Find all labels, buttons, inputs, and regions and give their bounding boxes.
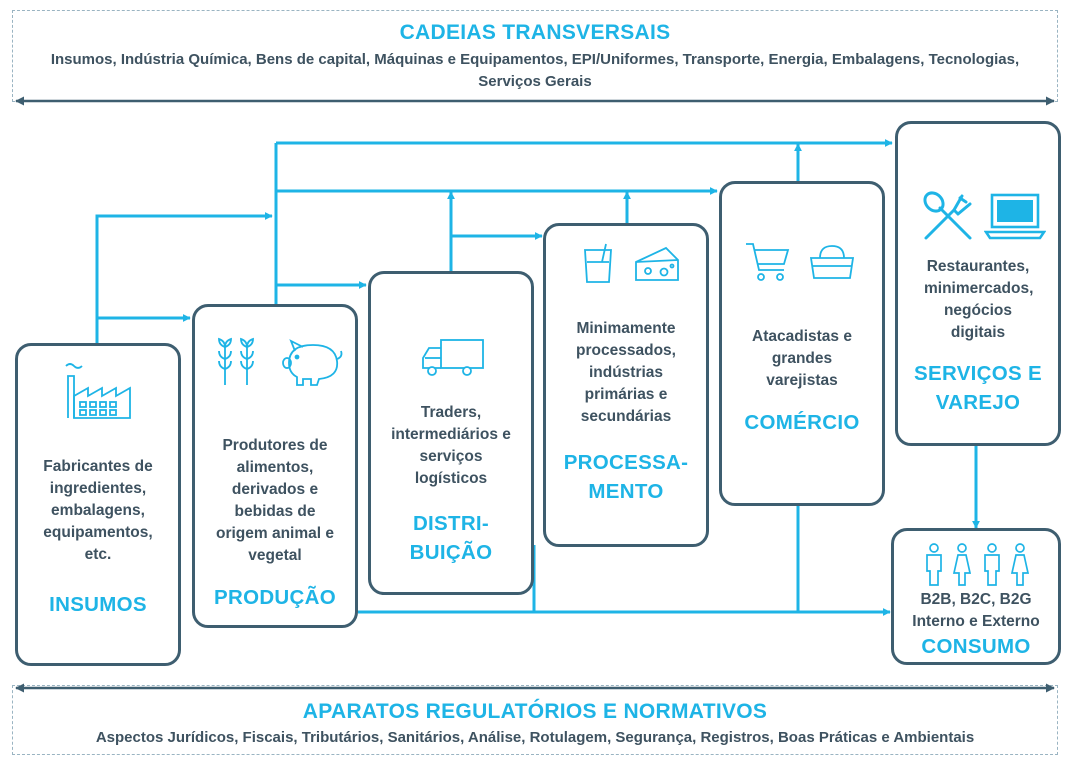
consumo-title: CONSUMO: [921, 635, 1031, 658]
comercio-description: Atacadistas e grandes varejistas: [752, 328, 852, 389]
servicos-varejo-box: Restaurantes, minimercados, negócios dig…: [895, 121, 1061, 446]
processamento-box: Minimamente processados, indústrias prim…: [543, 223, 709, 547]
consumo-line1: B2B, B2C, B2G: [920, 591, 1032, 608]
aparatos-regulatorios-list: Aspectos Jurídicos, Fiscais, Tributários…: [95, 729, 975, 746]
people-icon: [926, 543, 1030, 586]
laptop-icon: [984, 193, 1046, 240]
distribuicao-box: Traders, intermediários e serviços logís…: [368, 271, 534, 595]
factory-icon: [65, 363, 131, 419]
aparatos-regulatorios-title: APARATOS REGULATÓRIOS E NORMATIVOS: [302, 700, 768, 723]
processamento-description: Minimamente processados, indústrias prim…: [576, 320, 676, 425]
shopping-cart-icon: [746, 243, 790, 281]
cadeias-transversais-list: Insumos, Indústria Química, Bens de capi…: [50, 51, 1020, 90]
truck-icon: [422, 339, 484, 376]
distribuicao-title-2: BUIÇÃO: [409, 541, 493, 564]
consumo-box: B2B, B2C, B2G Interno e Externo CONSUMO: [891, 528, 1061, 665]
producao-description: Produtores de alimentos, derivados e beb…: [215, 437, 334, 564]
comercio-box: Atacadistas e grandes varejistas COMÉRCI…: [719, 181, 885, 506]
juice-glass-icon: [584, 243, 612, 283]
insumos-title: INSUMOS: [49, 593, 147, 616]
cadeias-transversais-title: CADEIAS TRANSVERSAIS: [399, 21, 671, 44]
consumo-line2: Interno e Externo: [912, 613, 1040, 630]
cheese-icon: [635, 246, 679, 281]
shopping-basket-icon: [809, 245, 855, 279]
distribuicao-title-1: DISTRI-: [412, 512, 490, 535]
processamento-title-2: MENTO: [588, 480, 664, 503]
producao-box: Produtores de alimentos, derivados e beb…: [192, 304, 358, 628]
aparatos-regulatorios-band: APARATOS REGULATÓRIOS E NORMATIVOS Aspec…: [12, 685, 1058, 755]
comercio-title: COMÉRCIO: [744, 411, 860, 434]
distribuicao-description: Traders, intermediários e serviços logís…: [391, 404, 511, 487]
insumos-box: Fabricantes de ingredientes, embalagens,…: [15, 343, 181, 666]
servicos-varejo-description: Restaurantes, minimercados, negócios dig…: [924, 258, 1034, 341]
cutlery-icon: [923, 191, 972, 240]
cadeias-transversais-band: CADEIAS TRANSVERSAIS Insumos, Indústria …: [12, 10, 1058, 102]
insumos-up-connector: [95, 212, 273, 343]
servicos-varejo-title-1: SERVIÇOS E: [914, 362, 1042, 385]
pig-icon: [282, 339, 343, 386]
servicos-varejo-title-2: VAREJO: [935, 391, 1021, 414]
insumos-description: Fabricantes de ingredientes, embalagens,…: [43, 458, 153, 563]
processamento-title-1: PROCESSA-: [563, 451, 689, 474]
wheat-icon: [218, 337, 254, 385]
producao-title: PRODUÇÃO: [214, 586, 336, 609]
